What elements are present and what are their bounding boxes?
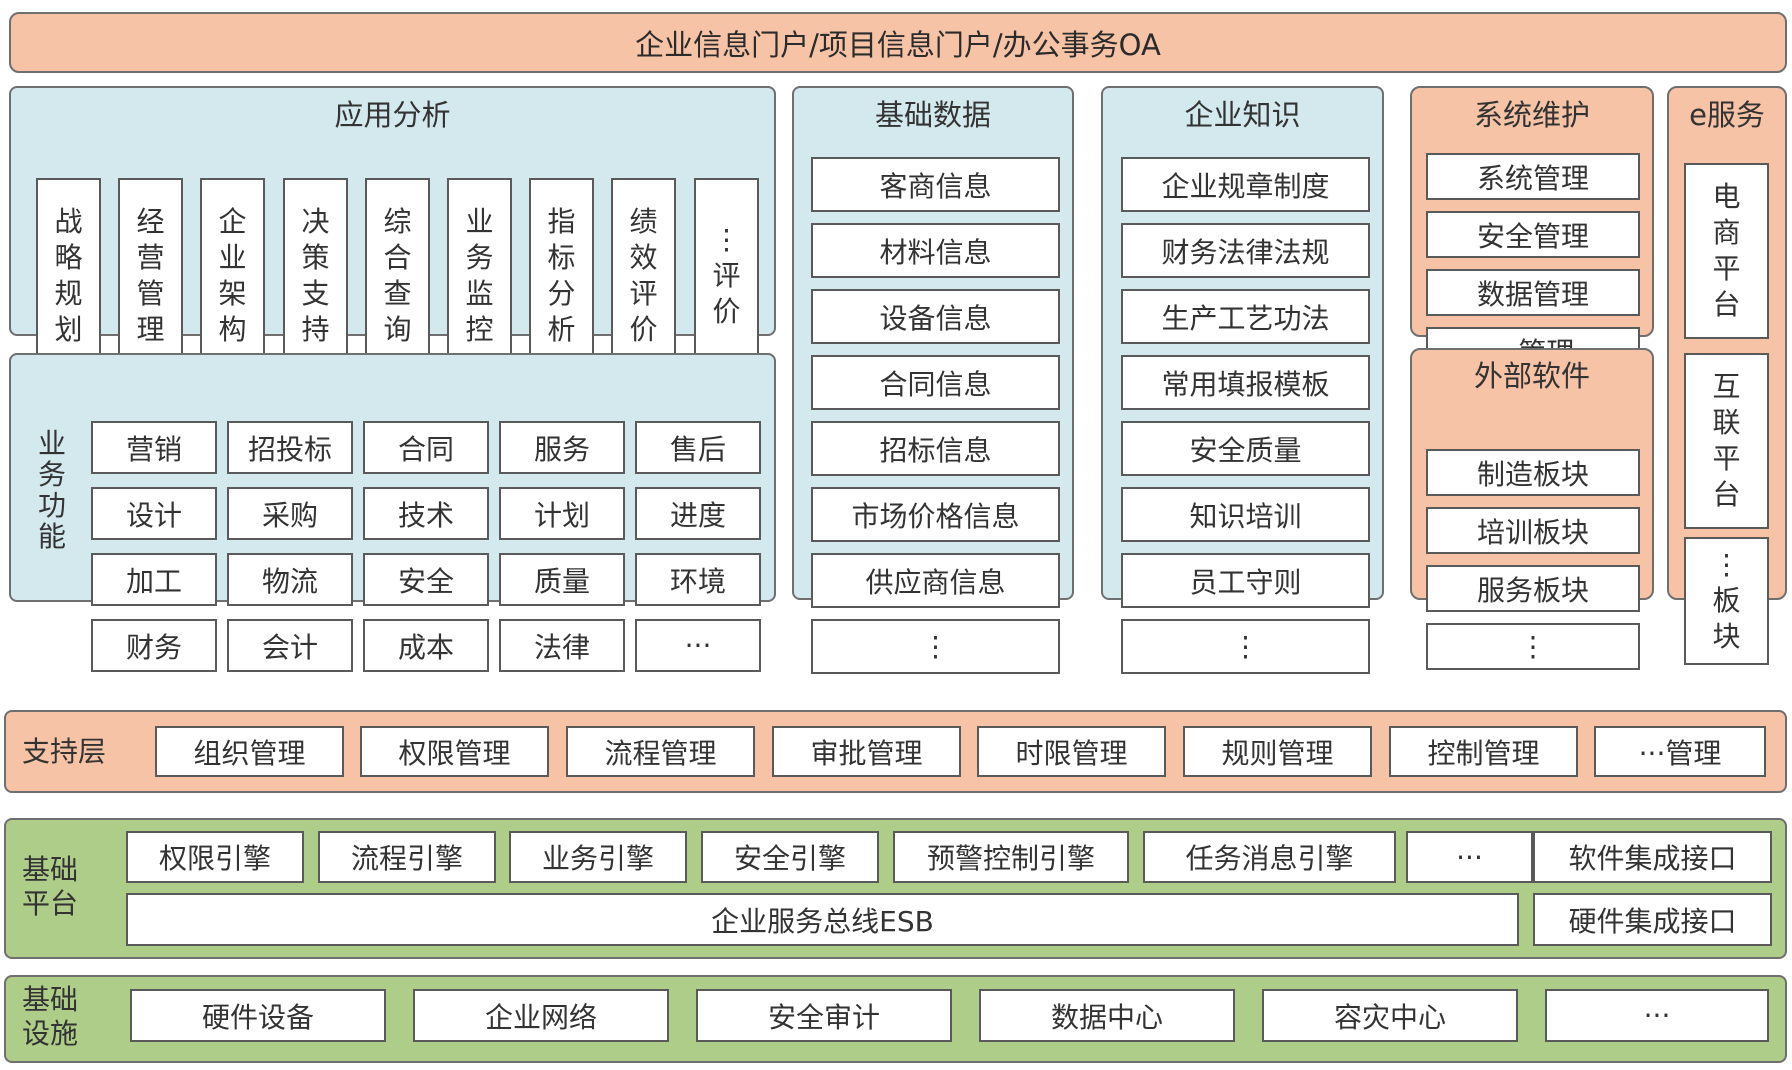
support-item: 组织管理: [155, 726, 344, 777]
business-item: 招投标: [227, 421, 353, 474]
knowledge-title: 企业知识: [1184, 98, 1301, 132]
app-analysis-item: 经营管理: [118, 178, 183, 373]
knowledge-item: 财务法律法规: [1121, 223, 1370, 278]
platform-engine: 安全引擎: [701, 831, 879, 883]
knowledge-item: 生产工艺功法: [1121, 289, 1370, 344]
platform-engine: ···: [1406, 831, 1533, 883]
knowledge-item: 知识培训: [1121, 487, 1370, 542]
sys-maint-item: 系统管理: [1426, 153, 1640, 200]
knowledge-item: 安全质量: [1121, 421, 1370, 476]
external-item: 服务板块: [1426, 565, 1640, 612]
business-item: 进度: [635, 487, 761, 540]
knowledge-item: 员工守则: [1121, 553, 1370, 608]
app-analysis-item: 绩效评价: [611, 178, 676, 373]
knowledge-item: 常用填报模板: [1121, 355, 1370, 410]
basic-data-item: 设备信息: [811, 289, 1060, 344]
infra-item: 企业网络: [413, 989, 669, 1042]
sys-maint-title: 系统维护: [1473, 98, 1590, 132]
support-item: ···管理: [1594, 726, 1766, 777]
basic-data-item: ⋮: [811, 619, 1060, 674]
infra-item: 数据中心: [979, 989, 1235, 1042]
business-item: 安全: [363, 553, 489, 606]
business-item: 环境: [635, 553, 761, 606]
business-item: 营销: [91, 421, 217, 474]
external-item: 培训板块: [1426, 507, 1640, 554]
support-item: 权限管理: [360, 726, 549, 777]
support-item: 控制管理: [1389, 726, 1578, 777]
eservice-item: ⋮板块: [1684, 537, 1769, 665]
app-analysis-item: 战略规划: [36, 178, 101, 373]
business-item: 采购: [227, 487, 353, 540]
basic-data-item: 市场价格信息: [811, 487, 1060, 542]
business-item: 服务: [499, 421, 625, 474]
external-item: ⋮: [1426, 623, 1640, 670]
basic-data-item: 材料信息: [811, 223, 1060, 278]
business-item: 法律: [499, 619, 625, 672]
eservice-title: e服务: [1689, 98, 1765, 132]
app-analysis-item: ⋮评价: [694, 178, 759, 373]
platform-engine: 流程引擎: [318, 831, 496, 883]
platform-label: 基础平台: [22, 853, 79, 920]
support-item: 审批管理: [772, 726, 961, 777]
infra-item: 容灾中心: [1262, 989, 1518, 1042]
software-interface: 软件集成接口: [1533, 831, 1772, 883]
business-item: 设计: [91, 487, 217, 540]
business-item: 加工: [91, 553, 217, 606]
infra-item: 安全审计: [696, 989, 952, 1042]
portal-bar: 企业信息门户/项目信息门户/办公事务OA: [9, 12, 1787, 73]
support-item: 时限管理: [977, 726, 1166, 777]
knowledge-item: 企业规章制度: [1121, 157, 1370, 212]
business-item: 物流: [227, 553, 353, 606]
basic-data-item: 合同信息: [811, 355, 1060, 410]
business-item: 财务: [91, 619, 217, 672]
support-item: 规则管理: [1183, 726, 1372, 777]
business-item: 售后: [635, 421, 761, 474]
portal-title: 企业信息门户/项目信息门户/办公事务OA: [635, 27, 1161, 62]
app-analysis-item: 综合查询: [365, 178, 430, 373]
platform-engine: 任务消息引擎: [1143, 831, 1396, 883]
business-item: 质量: [499, 553, 625, 606]
sys-maint-item: 数据管理: [1426, 269, 1640, 316]
platform-engine: 预警控制引擎: [893, 831, 1129, 883]
app-analysis-item: 企业架构: [200, 178, 265, 373]
esb-bus: 企业服务总线ESB: [126, 893, 1519, 946]
business-label: 业务功能: [37, 427, 66, 553]
app-analysis-item: 业务监控: [447, 178, 512, 373]
platform-engine: 权限引擎: [126, 831, 304, 883]
business-item: 技术: [363, 487, 489, 540]
app-analysis-item: 指标分析: [529, 178, 594, 373]
knowledge-item: ⋮: [1121, 619, 1370, 674]
hardware-interface: 硬件集成接口: [1533, 893, 1772, 946]
basic-data-item: 客商信息: [811, 157, 1060, 212]
external-title: 外部软件: [1473, 359, 1590, 393]
app-analysis-item: 决策支持: [283, 178, 348, 373]
basic-data-item: 供应商信息: [811, 553, 1060, 608]
infra-label: 基础设施: [22, 983, 79, 1050]
eservice-item: 互联平台: [1684, 353, 1769, 529]
business-item: 成本: [363, 619, 489, 672]
basic-data-item: 招标信息: [811, 421, 1060, 476]
support-label: 支持层: [22, 735, 107, 768]
support-item: 流程管理: [566, 726, 755, 777]
sys-maint-item: 安全管理: [1426, 211, 1640, 258]
business-item: 合同: [363, 421, 489, 474]
platform-engine: 业务引擎: [509, 831, 687, 883]
app-analysis-title: 应用分析: [334, 98, 451, 132]
business-item: 计划: [499, 487, 625, 540]
infra-item: 硬件设备: [130, 989, 386, 1042]
basic-data-title: 基础数据: [874, 98, 991, 132]
business-item: ···: [635, 619, 761, 672]
external-item: 制造板块: [1426, 449, 1640, 496]
infra-item: ···: [1545, 989, 1769, 1042]
eservice-item: 电商平台: [1684, 163, 1769, 339]
business-item: 会计: [227, 619, 353, 672]
